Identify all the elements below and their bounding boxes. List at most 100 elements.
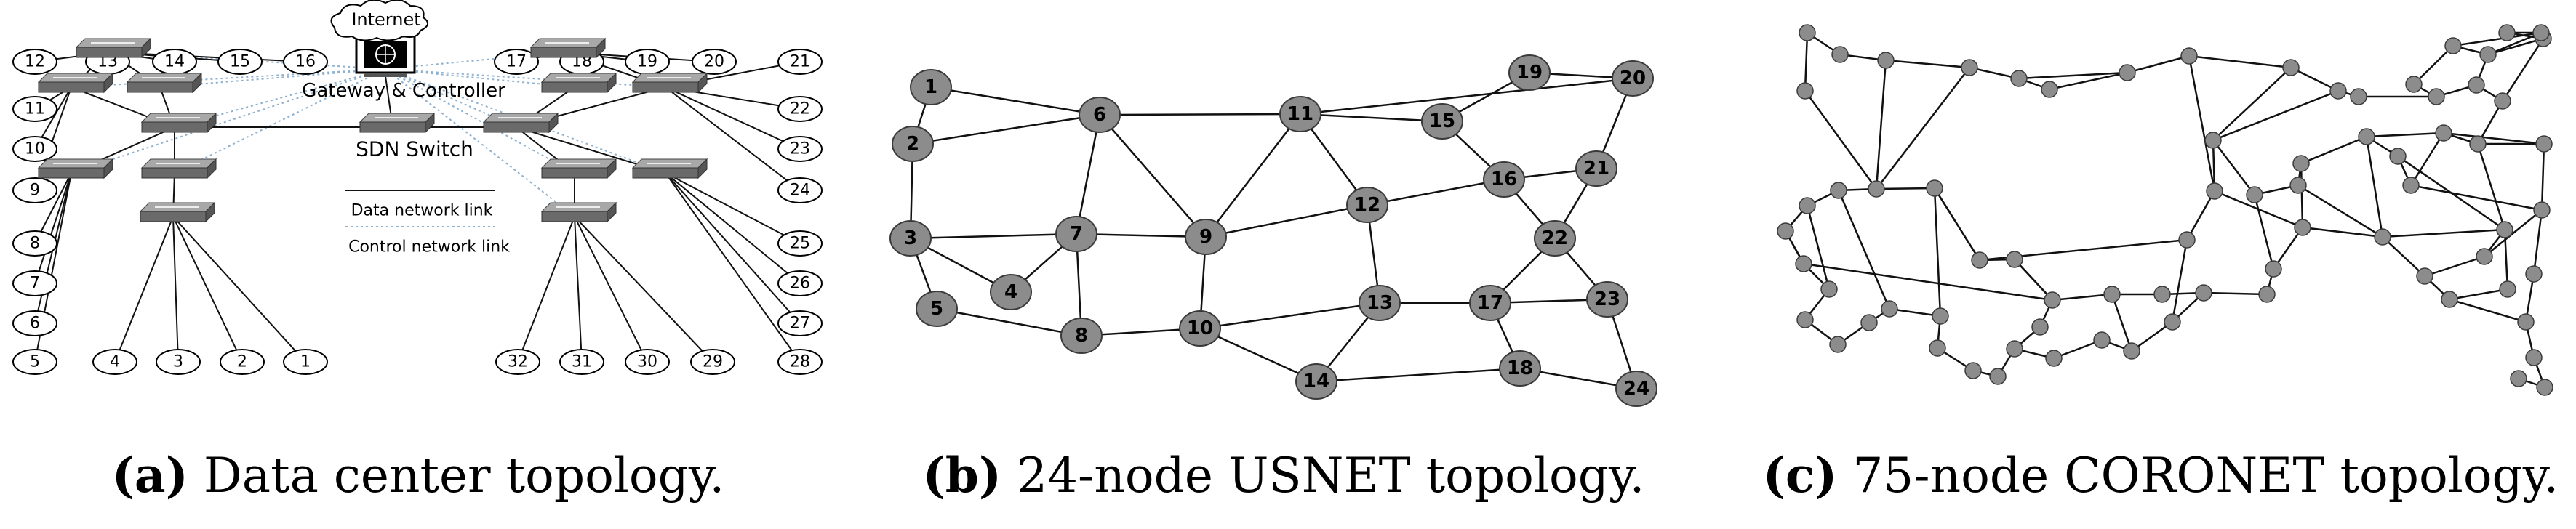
usnet-node [1346,187,1388,223]
coronet-link [1806,205,1831,290]
coronet-node [2525,349,2543,366]
coronet-link [2053,339,2103,360]
usnet-node [990,274,1032,310]
coronet-node [1820,280,1838,298]
usnet-node [1575,150,1617,187]
coronet-node [2119,64,2136,81]
coronet-link [1933,187,1981,261]
coronet-link [2484,209,2543,257]
coronet-node [2289,177,2307,194]
switch-body [140,211,207,222]
coronet-link [2300,163,2304,228]
coronet-node [1964,362,1982,379]
host-node [777,349,823,375]
coronet-node [2435,124,2452,142]
usnet-node [1612,60,1654,97]
coronet-node [2468,76,2485,94]
caption-a: (a) Data center topology. [0,447,836,504]
host-link [172,216,306,363]
coronet-node [2389,148,2407,165]
coronet-link [2049,71,2128,91]
usnet-node-label: 10 [1187,318,1213,339]
host-node [559,349,604,375]
coronet-link [2413,45,2454,85]
coronet-node [1877,52,1895,69]
caption-b: (b) 24-node USNET topology. [865,447,1702,504]
host-label: 7 [30,275,40,293]
coronet-link [2365,136,2384,238]
host-link [172,216,243,363]
switch-side [607,201,617,223]
coronet-node [2525,265,2543,283]
usnet-node [1060,318,1103,354]
host-node [12,49,57,75]
usnet-node-label: 6 [1093,104,1106,126]
coronet-node [1932,307,1949,325]
coronet-node [1989,368,2007,385]
switch-side [607,72,617,94]
host-node [777,177,823,203]
gateway-base [364,73,407,77]
coronet-node [2428,88,2445,105]
coronet-link [2410,184,2543,211]
host-label: 15 [230,53,250,71]
switch-side [607,158,617,179]
usnet-link [1199,302,1380,330]
coronet-link [2452,31,2542,47]
coronet-link [2476,143,2506,230]
coronet-node [2123,342,2140,360]
usnet-node [1359,285,1401,321]
control-link [71,68,386,174]
coronet-node [2292,155,2310,172]
host-node [12,230,57,257]
usnet-node-label: 5 [930,298,943,320]
switch-body [632,81,699,93]
coronet-node [2006,251,2023,268]
coronet-link [1889,307,1941,318]
switch-side [596,37,606,59]
coronet-node [2041,81,2058,98]
caption-c-text: 75-node CORONET topology. [1852,448,2559,504]
coronet-link [1804,32,1809,92]
coronet-link [2052,293,2113,302]
coronet-node [1929,339,1946,357]
coronet-node [1799,197,1816,214]
coronet-node [2517,313,2535,331]
host-label: 31 [572,353,592,371]
usnet-link [1099,114,1207,238]
host-link [574,216,648,363]
usnet-node-label: 1 [924,76,937,98]
coronet-node [2444,37,2462,54]
coronet-node [2496,221,2513,238]
usnet-link [1075,114,1101,235]
switch-side [103,158,113,179]
coronet-node [2246,186,2263,203]
coronet-link [2532,209,2543,275]
coronet-link [2424,255,2485,278]
switch-body [541,167,608,179]
usnet-node-label: 16 [1491,169,1517,190]
usnet-node-label: 14 [1303,371,1329,392]
host-label: 27 [790,315,810,333]
host-label: 22 [790,100,810,118]
host-link [665,172,801,363]
switch-side [192,72,202,94]
coronet-node [2093,331,2111,349]
usnet-node-label: 13 [1367,292,1393,314]
coronet-link [2300,135,2367,165]
coronet-link [2018,71,2128,80]
usnet-node-label: 23 [1594,288,1620,310]
coronet-link [2409,132,2445,186]
usnet-link [912,113,1100,145]
usnet-node [1421,103,1463,140]
host-node [494,49,539,75]
coronet-node [2510,370,2527,387]
internet-label: Internet [351,9,420,30]
host-label: 17 [506,53,527,71]
host-node [12,136,57,162]
usnet-node-label: 11 [1287,103,1313,125]
caption-a-text: Data center topology. [203,448,725,504]
coronet-node [2358,128,2375,145]
